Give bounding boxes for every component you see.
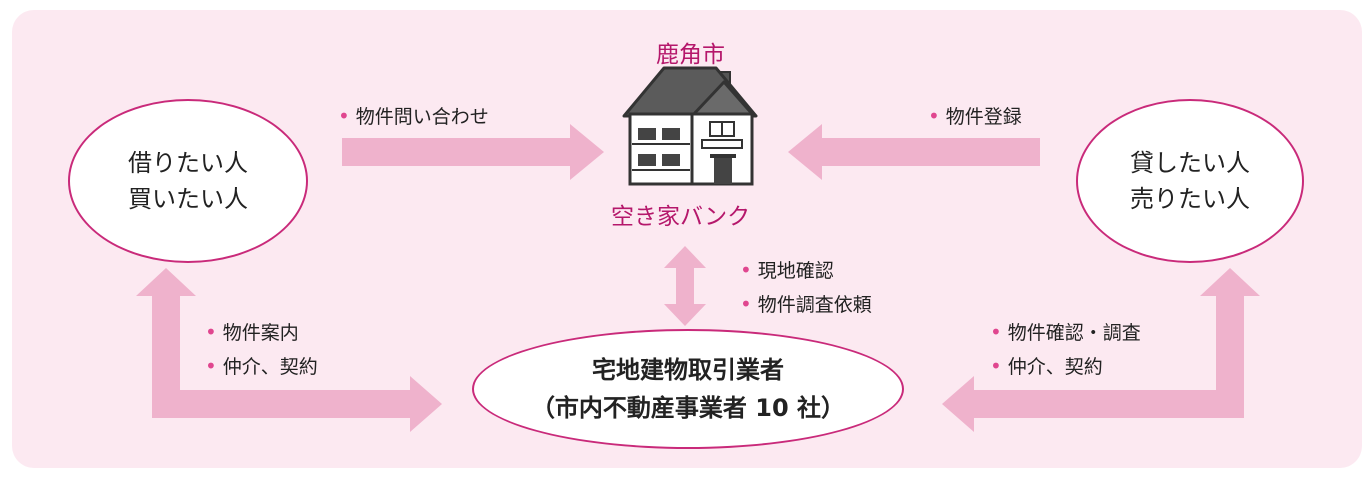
left-contract-label: •仲介、契約 [205, 354, 318, 378]
renter-label: 借りたい人 [128, 149, 248, 177]
house-icon [622, 66, 758, 186]
registration-arrow [788, 124, 1040, 180]
broker-title: 宅地建物取引業者 [592, 356, 784, 384]
akiya-bank-label: 空き家バンク [611, 204, 751, 230]
lessor-label: 貸したい人 [1130, 149, 1250, 177]
left-guide-label: •物件案内 [205, 320, 299, 344]
inquiry-arrow [342, 124, 604, 180]
left-l-arrow [136, 268, 442, 432]
inquiry-label: •物件問い合わせ [338, 104, 489, 128]
bank-broker-arrow-body [664, 246, 706, 326]
right-contract-label: •仲介、契約 [990, 354, 1103, 378]
site-check-label: •現地確認 [740, 258, 834, 282]
broker-subtitle: （市内不動産事業者 10 社） [530, 394, 846, 422]
buyer-label: 買いたい人 [128, 185, 248, 213]
lessor-seller-node: 貸したい人 売りたい人 [1076, 99, 1304, 263]
right-check-label: •物件確認・調査 [990, 320, 1141, 344]
survey-request-label: •物件調査依頼 [740, 292, 872, 316]
right-l-arrow [942, 268, 1260, 432]
seller-label: 売りたい人 [1130, 185, 1250, 213]
renter-buyer-node: 借りたい人 買いたい人 [68, 99, 308, 263]
city-label: 鹿角市 [656, 42, 725, 68]
broker-node: 宅地建物取引業者 （市内不動産事業者 10 社） [472, 329, 904, 449]
registration-label: •物件登録 [928, 104, 1022, 128]
